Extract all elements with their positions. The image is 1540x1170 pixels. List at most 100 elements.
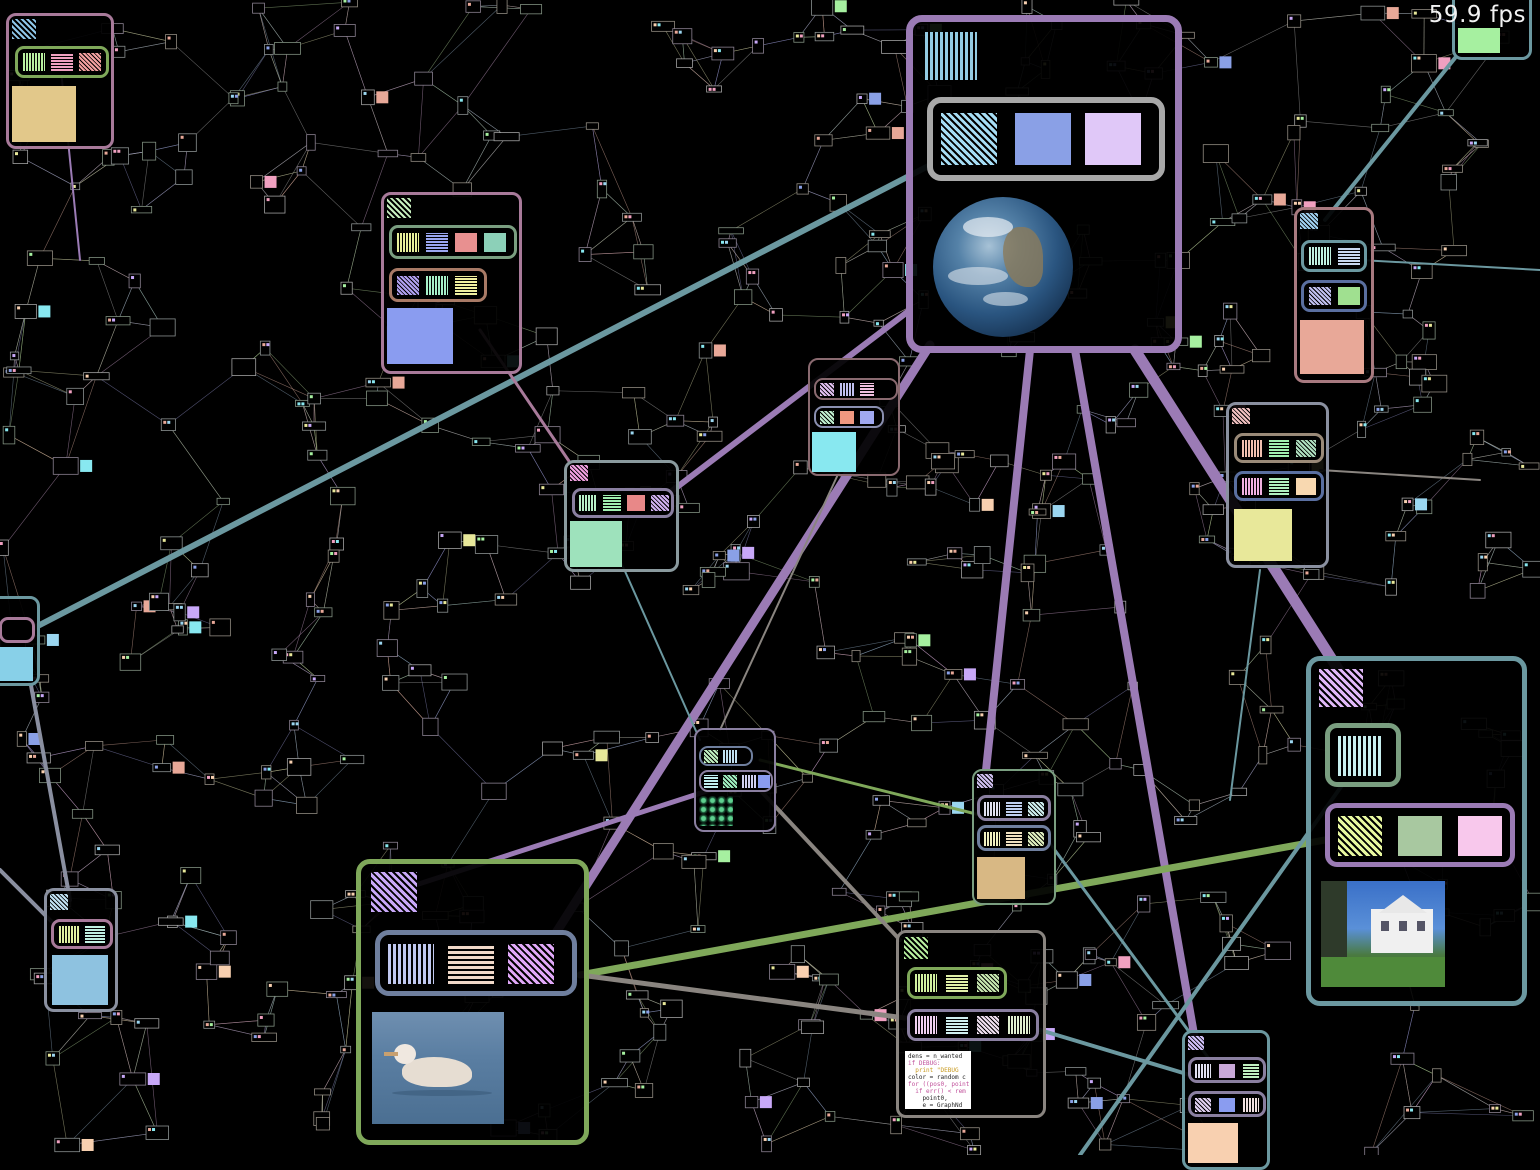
mini-node[interactable]	[1432, 1069, 1441, 1082]
qr-thumbnail[interactable]	[742, 775, 756, 788]
qr-thumbnail[interactable]	[977, 974, 999, 992]
mini-node[interactable]	[819, 974, 838, 985]
mini-node[interactable]	[415, 72, 433, 85]
color-swatch[interactable]	[455, 233, 477, 252]
mini-node[interactable]	[111, 1010, 122, 1024]
mini-node[interactable]	[1114, 0, 1139, 5]
mini-node[interactable]	[809, 576, 819, 587]
qr-thumbnail[interactable]	[387, 198, 411, 218]
mini-node[interactable]	[794, 461, 808, 474]
mini-node[interactable]	[539, 484, 563, 495]
mini-node[interactable]	[1153, 1002, 1179, 1009]
qr-thumbnail[interactable]	[23, 53, 45, 71]
mini-node[interactable]	[174, 604, 185, 621]
mini-node[interactable]	[1288, 15, 1301, 27]
mini-node[interactable]	[520, 5, 541, 14]
qr-thumbnail[interactable]	[448, 944, 494, 984]
mini-node[interactable]	[296, 797, 317, 813]
qr-thumbnail[interactable]	[904, 937, 928, 959]
mini-node[interactable]	[1259, 747, 1267, 764]
mini-node[interactable]	[176, 170, 192, 185]
mini-node[interactable]	[423, 718, 438, 735]
mini-node[interactable]	[497, 0, 507, 13]
earth-photo[interactable]	[933, 197, 1073, 337]
mini-node[interactable]	[753, 39, 764, 54]
mini-node[interactable]	[1288, 738, 1300, 751]
qr-thumbnail[interactable]	[1338, 247, 1360, 265]
qr-thumbnail[interactable]	[977, 1016, 999, 1034]
mini-node[interactable]	[745, 1096, 758, 1107]
node-right-yellow[interactable]	[1226, 402, 1329, 568]
thumb-row[interactable]	[977, 795, 1051, 821]
mini-node[interactable]	[166, 35, 177, 49]
qr-thumbnail[interactable]	[946, 974, 968, 992]
qr-thumbnail[interactable]	[1006, 832, 1022, 846]
mini-node[interactable]	[495, 594, 517, 605]
qr-thumbnail[interactable]	[1195, 1098, 1211, 1112]
house-photo[interactable]	[1321, 881, 1445, 987]
qr-thumbnail[interactable]	[397, 276, 419, 295]
mini-node[interactable]	[1215, 335, 1224, 346]
qr-thumbnail[interactable]	[1309, 247, 1331, 265]
mini-node[interactable]	[1117, 419, 1136, 427]
color-swatch[interactable]	[758, 775, 770, 788]
mini-node[interactable]	[702, 573, 715, 588]
mini-node[interactable]	[1252, 349, 1269, 361]
color-swatch[interactable]	[1015, 113, 1071, 165]
thumb-row[interactable]	[814, 378, 898, 400]
thumb-row[interactable]	[907, 1009, 1039, 1041]
mini-node[interactable]	[1260, 636, 1271, 654]
color-swatch[interactable]	[484, 233, 506, 252]
qr-thumbnail[interactable]	[704, 775, 718, 788]
mini-node[interactable]	[653, 844, 673, 859]
mini-node[interactable]	[812, 0, 833, 15]
qr-thumbnail[interactable]	[1338, 816, 1382, 856]
mini-node[interactable]	[734, 290, 751, 305]
mini-node[interactable]	[852, 650, 860, 661]
mini-node[interactable]	[1404, 1107, 1420, 1119]
thumb-row[interactable]	[927, 97, 1165, 181]
mini-node[interactable]	[275, 42, 301, 54]
mini-node[interactable]	[586, 123, 598, 130]
mini-node[interactable]	[622, 388, 644, 398]
node-tan[interactable]	[972, 769, 1056, 905]
mini-node[interactable]	[129, 274, 140, 288]
mini-node[interactable]	[150, 319, 175, 336]
qr-thumbnail[interactable]	[1300, 213, 1318, 229]
mini-node[interactable]	[1355, 187, 1366, 195]
mini-node[interactable]	[417, 580, 428, 598]
mini-node[interactable]	[264, 44, 273, 54]
thumb-row[interactable]	[907, 967, 1007, 999]
mini-node[interactable]	[960, 1128, 979, 1140]
mini-node[interactable]	[1365, 1147, 1379, 1155]
mini-node[interactable]	[970, 499, 980, 512]
mini-node[interactable]	[210, 951, 229, 965]
thumb-row[interactable]	[1301, 240, 1367, 272]
thumb-row[interactable]	[389, 225, 517, 259]
mini-node[interactable]	[1099, 1139, 1110, 1150]
mini-node[interactable]	[328, 550, 339, 562]
node-house[interactable]	[1306, 656, 1527, 1006]
color-swatch[interactable]	[12, 86, 76, 142]
color-swatch[interactable]	[387, 308, 453, 364]
thumb-row[interactable]	[699, 746, 753, 766]
mini-node[interactable]	[85, 741, 102, 750]
mini-node[interactable]	[1058, 783, 1083, 796]
mini-node[interactable]	[1189, 800, 1199, 811]
mini-node[interactable]	[258, 1014, 274, 1026]
mini-node[interactable]	[494, 133, 519, 141]
thumb-row[interactable]	[375, 930, 577, 996]
color-swatch[interactable]	[1219, 1098, 1235, 1112]
mini-node[interactable]	[1040, 470, 1051, 480]
mini-node[interactable]	[620, 1050, 640, 1062]
node-left-lower[interactable]	[44, 888, 118, 1012]
qr-thumbnail[interactable]	[1242, 440, 1262, 457]
qr-thumbnail[interactable]	[915, 1016, 937, 1034]
qr-thumbnail[interactable]	[820, 383, 834, 396]
mini-node[interactable]	[832, 888, 846, 895]
qr-thumbnail[interactable]	[603, 495, 621, 511]
mini-node[interactable]	[1088, 1078, 1101, 1088]
mini-node[interactable]	[1201, 892, 1226, 902]
mini-node[interactable]	[262, 766, 271, 779]
